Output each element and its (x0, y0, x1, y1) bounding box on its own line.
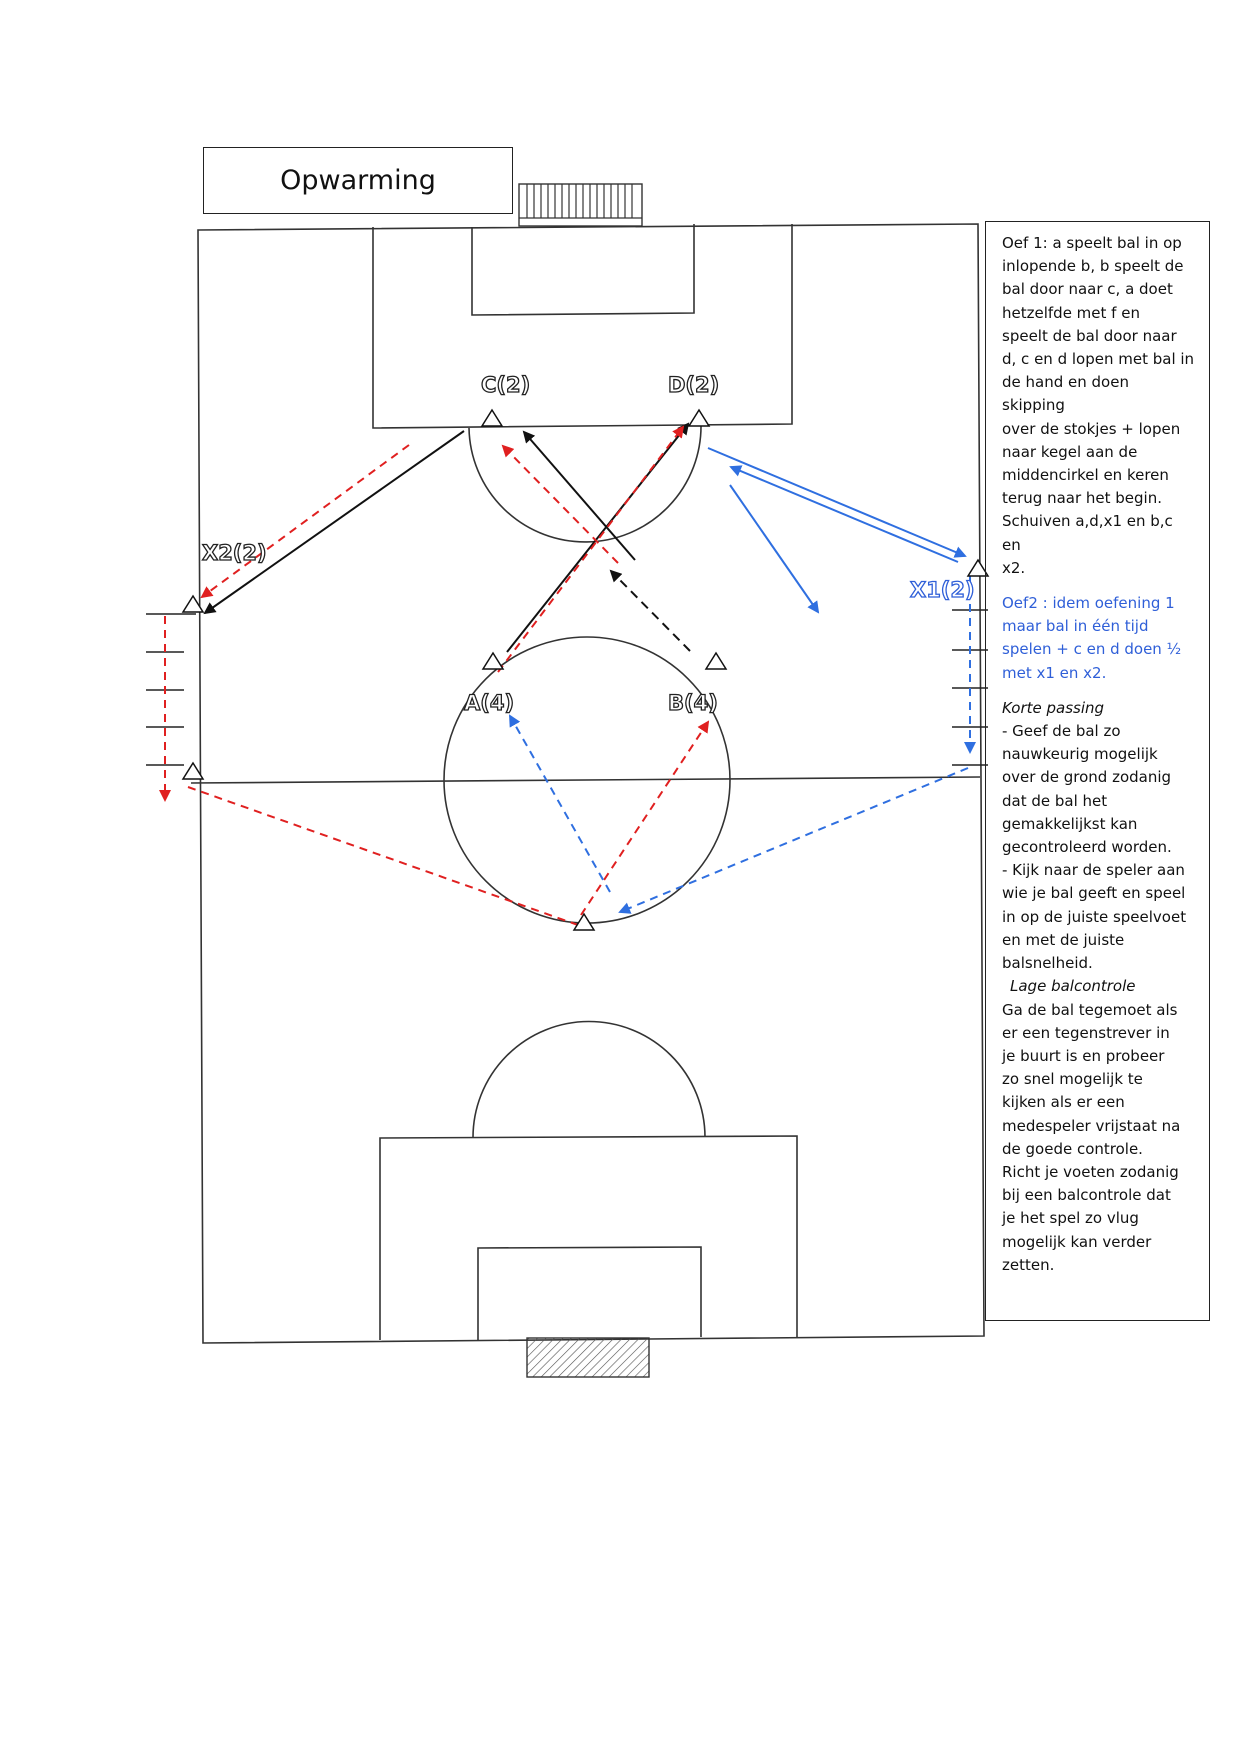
oef1-block: Oef 1: a speelt bal in op inlopende b, b … (1002, 232, 1195, 580)
run-bottom-to-b (580, 720, 710, 916)
run-right-cone-to-bottom (618, 767, 969, 914)
note-line: maar bal in één tijd (1002, 617, 1149, 636)
note-line: Oef 1: a speelt bal in op (1002, 234, 1182, 252)
bottom-penalty-arc (472, 1020, 706, 1139)
page-title: Opwarming (280, 165, 436, 196)
lage-balcontrole-block: Ga de bal tegemoet als er een tegenstreve… (1002, 999, 1195, 1277)
note-line: gemakkelijkst kan (1002, 814, 1138, 833)
note-line: bij een balcontrole dat (1002, 1186, 1171, 1205)
note-line: bal door naar c, a doet (1002, 280, 1173, 299)
blue-runs (509, 576, 976, 914)
field-markings (190, 223, 985, 1344)
note-line: je buurt is en probeer (1002, 1046, 1165, 1065)
run-left-cone-to-bottom (187, 786, 579, 926)
bottom-goal (526, 1337, 650, 1378)
title-box: Opwarming (203, 147, 513, 214)
label-b: B(4) (668, 691, 718, 715)
cone-b (704, 651, 728, 670)
note-line: inlopende b, b speelt de (1002, 257, 1184, 276)
bottom-goal-area (477, 1246, 702, 1340)
note-line: de hand en doen skipping (1002, 373, 1129, 415)
top-penalty-arc (468, 423, 702, 543)
note-line: de goede controle. (1002, 1139, 1143, 1158)
note-line: zetten. (1002, 1255, 1055, 1274)
note-line: in op de juiste speelvoet (1002, 907, 1187, 926)
run-bottom-to-a (509, 714, 611, 893)
label-a: A(4) (464, 691, 514, 715)
red-runs (159, 425, 710, 926)
note-line: gecontroleerd worden. (1002, 838, 1172, 857)
pass-a-to-d (506, 422, 690, 653)
run-c-down (501, 444, 619, 564)
korte-passing-heading: Korte passing (1002, 698, 1105, 717)
note-line: Ga de bal tegemoet als (1002, 1000, 1178, 1019)
black-passes (203, 422, 690, 653)
note-line: Richt je voeten zodanig (1002, 1162, 1179, 1181)
cone-d (687, 408, 711, 427)
cone-a (481, 651, 505, 670)
pass-d-to-x1 (707, 447, 967, 558)
cone-x1 (966, 558, 990, 577)
exercise-notes: Oef 1: a speelt bal in op inlopende b, b … (985, 221, 1210, 1321)
skipping-sticks-left (146, 613, 196, 766)
pass-x1-back (729, 465, 959, 563)
note-line: medespeler vrijstaat na (1002, 1116, 1181, 1135)
cone-left-halfway (181, 761, 205, 780)
note-line: mogelijk kan verder (1002, 1232, 1152, 1251)
pitch-outline (197, 223, 985, 1344)
note-line: wie je bal geeft en speel (1002, 884, 1186, 903)
note-line: balsnelheid. (1002, 954, 1093, 973)
note-line: Schuiven a,d,x1 en b,c en (1002, 512, 1173, 554)
note-line: Oef2 : idem oefening 1 (1002, 594, 1175, 613)
note-line: speelt de bal door naar (1002, 326, 1177, 345)
note-line: middencirkel en keren (1002, 466, 1169, 485)
note-line: dat de bal het (1002, 791, 1108, 810)
label-x1: X1(2) (910, 578, 975, 602)
note-line: zo snel mogelijk te (1002, 1070, 1143, 1089)
note-line: terug naar het begin. (1002, 489, 1162, 508)
cone-bottom-circle (572, 912, 596, 931)
label-x2: X2(2) (202, 541, 267, 565)
note-line: er een tegenstrever in (1002, 1023, 1170, 1042)
note-line: x2. (1002, 558, 1026, 577)
note-line: je het spel zo vlug (1002, 1209, 1139, 1228)
cones (181, 408, 990, 931)
label-d: D(2) (668, 373, 719, 397)
black-runs (609, 569, 691, 652)
run-a-diagonal (497, 425, 685, 673)
pass-d-diagonal (729, 484, 820, 614)
note-line: met x1 en x2. (1002, 663, 1107, 682)
note-line: nauwkeurig mogelijk (1002, 745, 1158, 764)
bottom-penalty-box (379, 1135, 798, 1340)
top-goal (518, 183, 643, 227)
note-line: hetzelfde met f en (1002, 303, 1140, 322)
oef2-block: Oef2 : idem oefening 1 maar bal in één ti… (1002, 592, 1195, 685)
note-line: spelen + c en d doen ½ (1002, 640, 1182, 659)
pass-c-to-x2 (203, 430, 465, 615)
korte-passing-block: - Geef de bal zo nauwkeurig mogelijk over … (1002, 720, 1195, 975)
label-c: C(2) (481, 373, 530, 397)
note-line: - Geef de bal zo (1002, 722, 1121, 741)
halfway-line (190, 776, 981, 784)
top-penalty-box (372, 224, 793, 429)
note-line: kijken als er een (1002, 1093, 1125, 1112)
pass-b-to-c (522, 430, 636, 561)
note-line: over de grond zodanig (1002, 768, 1172, 787)
note-line: en met de juiste (1002, 930, 1125, 949)
blue-passes (707, 447, 967, 614)
note-line: over de stokjes + lopen (1002, 419, 1181, 438)
top-goal-area (471, 224, 695, 316)
note-line: d, c en d lopen met bal in (1002, 350, 1195, 369)
cone-c (480, 408, 504, 427)
lage-balcontrole-heading: Lage balcontrole (1010, 977, 1136, 996)
note-line: naar kegel aan de (1002, 442, 1138, 461)
run-b-inward (609, 569, 691, 652)
cone-x2 (181, 594, 205, 613)
run-x2-top (200, 444, 410, 599)
note-line: - Kijk naar de speler aan (1002, 861, 1185, 880)
skipping-sticks-right (952, 609, 988, 766)
